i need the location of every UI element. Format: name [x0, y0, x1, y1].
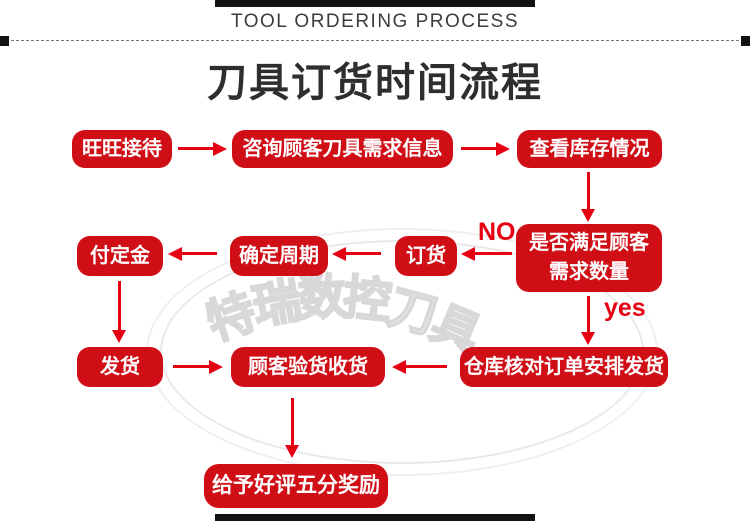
node-give-good-review-reward: 给予好评五分奖励: [204, 464, 388, 508]
arrow-left-icon: [168, 247, 182, 261]
arrow-right-icon: [209, 360, 223, 374]
arrow-left-icon: [332, 247, 346, 261]
arrow-confirmcycle-to-paydeposit: [181, 252, 217, 255]
top-section-bar: [215, 0, 535, 7]
node-check-stock: 查看库存情况: [517, 130, 662, 168]
node-wangwang-reception: 旺旺接待: [72, 130, 172, 168]
divider-end-square-left: [0, 36, 9, 46]
branch-label-no: NO: [478, 218, 516, 246]
arrow-right-icon: [496, 142, 510, 156]
arrow-order-to-confirmcycle: [345, 252, 381, 255]
page-title: 刀具订货时间流程: [207, 61, 543, 105]
arrow-right-icon: [213, 142, 227, 156]
node-customer-inspect-receive: 顾客验货收货: [231, 347, 385, 387]
arrow-wangwang-to-consult: [178, 147, 214, 150]
arrow-ship-to-inspect: [173, 365, 210, 368]
arrow-consult-to-checkstock: [461, 147, 497, 150]
arrow-left-icon: [392, 360, 406, 374]
divider-end-square-right: [741, 36, 750, 46]
arrow-down-icon: [112, 330, 126, 343]
node-consult-customer-needs: 咨询顾客刀具需求信息: [232, 130, 453, 168]
node-place-order: 订货: [395, 236, 457, 276]
arrow-down-icon: [581, 209, 595, 222]
node-satisfy-demand-decision: 是否满足顾客需求数量: [516, 224, 662, 292]
arrow-inspect-to-reward: [291, 398, 294, 446]
arrow-down-icon: [581, 332, 595, 345]
arrow-down-icon: [285, 445, 299, 458]
arrow-warehouse-to-inspect: [405, 365, 447, 368]
branch-label-yes: yes: [604, 294, 646, 322]
arrow-satisfy-to-warehouse-yes: [587, 296, 590, 333]
node-confirm-cycle: 确定周期: [230, 236, 328, 276]
arrow-paydeposit-to-ship: [118, 281, 121, 331]
node-warehouse-verify-ship: 仓库核对订单安排发货: [460, 347, 668, 387]
english-title: TOOL ORDERING PROCESS: [230, 11, 520, 32]
node-ship-goods: 发货: [77, 347, 163, 387]
bottom-section-bar: [215, 514, 535, 521]
arrow-left-icon: [461, 247, 475, 261]
dashed-divider: [6, 40, 744, 41]
node-pay-deposit: 付定金: [77, 236, 163, 276]
arrow-satisfy-to-order-no: [474, 252, 512, 255]
arrow-checkstock-to-satisfy: [587, 172, 590, 210]
